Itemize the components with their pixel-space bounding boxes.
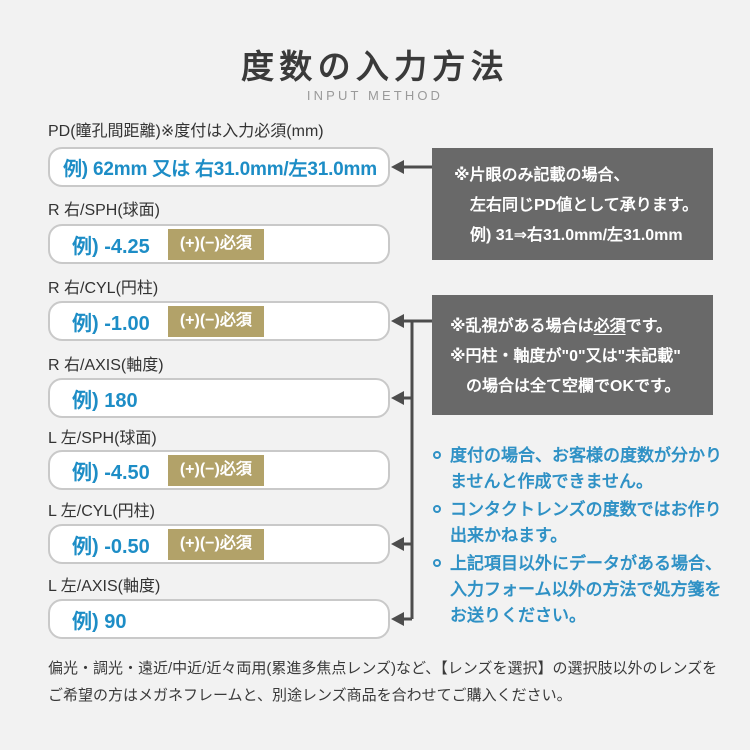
arrowhead-left-icon: [391, 314, 404, 328]
note-line: ※片眼のみ記載の場合、: [454, 167, 630, 184]
required-sign-badge: (+)(−)必須: [167, 228, 264, 260]
list-item: 上記項目以外にデータがある場合、入力フォーム以外の方法で処方箋をお送りください。: [433, 551, 735, 629]
page-subtitle: INPUT METHOD: [306, 88, 444, 103]
field-label-r-axis: R 右/AXIS(軸度): [48, 357, 164, 374]
circle-bullet-icon: [433, 505, 441, 513]
note-cyl-axis: ※乱視がある場合は必須です。 ※円柱・軸度が"0"又は"未記載" の場合は全て空…: [432, 295, 713, 415]
field-example-l-cyl: 例) -0.50: [72, 535, 150, 558]
arrowhead-left-icon: [391, 537, 404, 551]
field-example-l-sph: 例) -4.50: [72, 461, 150, 484]
required-sign-badge: (+)(−)必須: [167, 305, 264, 337]
required-underline: 必須: [593, 318, 626, 335]
arrowhead-left-icon: [391, 160, 404, 174]
required-sign-badge: (+)(−)必須: [167, 528, 264, 560]
field-example-r-cyl: 例) -1.00: [72, 312, 150, 335]
field-example-r-axis: 例) 180: [72, 389, 138, 412]
note-line: の場合は全て空欄でOKです。: [466, 378, 681, 395]
list-item: コンタクトレンズの度数ではお作り出来かねます。: [433, 497, 735, 549]
field-input-r-cyl[interactable]: 例) -1.00 (+)(−)必須: [48, 301, 390, 341]
required-sign-badge: (+)(−)必須: [167, 454, 264, 486]
field-input-l-cyl[interactable]: 例) -0.50 (+)(−)必須: [48, 524, 390, 564]
footer-note: 偏光・調光・遠近/中近/近々両用(累進多焦点レンズ)など、【レンズを選択】の選択…: [48, 660, 718, 704]
field-label-pd: PD(瞳孔間距離)※度付は入力必須(mm): [48, 123, 324, 140]
bullet-text: 度付の場合、お客様の度数が分かりませんと作成できません。: [450, 446, 722, 491]
note-line: ※乱視がある場合は必須です。: [450, 318, 672, 335]
field-label-r-sph: R 右/SPH(球面): [48, 202, 161, 219]
bullet-text: コンタクトレンズの度数ではお作り出来かねます。: [450, 500, 722, 545]
field-label-l-cyl: L 左/CYL(円柱): [48, 503, 155, 520]
field-label-l-axis: L 左/AXIS(軸度): [48, 578, 161, 595]
field-example-r-sph: 例) -4.25: [72, 235, 150, 258]
field-input-l-axis[interactable]: 例) 90: [48, 599, 390, 639]
field-example-pd: 例) 62mm 又は 右31.0mm/左31.0mm: [63, 158, 377, 180]
note-line: ※円柱・軸度が"0"又は"未記載": [450, 348, 681, 365]
caution-bullet-list: 度付の場合、お客様の度数が分かりませんと作成できません。 コンタクトレンズの度数…: [433, 443, 735, 631]
field-label-r-cyl: R 右/CYL(円柱): [48, 280, 159, 297]
field-input-pd[interactable]: 例) 62mm 又は 右31.0mm/左31.0mm: [48, 147, 390, 187]
page-title: 度数の入力方法: [241, 48, 509, 85]
bullet-text: 上記項目以外にデータがある場合、入力フォーム以外の方法で処方箋をお送りください。: [450, 554, 722, 625]
field-label-l-sph: L 左/SPH(球面): [48, 430, 157, 447]
connector-spine: [410, 319, 432, 619]
note-line: 左右同じPD値として承ります。: [470, 197, 699, 214]
list-item: 度付の場合、お客様の度数が分かりませんと作成できません。: [433, 443, 735, 495]
circle-bullet-icon: [433, 451, 441, 459]
arrowhead-left-icon: [391, 612, 404, 626]
field-example-l-axis: 例) 90: [72, 610, 127, 633]
field-input-l-sph[interactable]: 例) -4.50 (+)(−)必須: [48, 450, 390, 490]
field-input-r-axis[interactable]: 例) 180: [48, 378, 390, 418]
note-pd-single-eye: ※片眼のみ記載の場合、 左右同じPD値として承ります。 例) 31⇒右31.0m…: [432, 148, 713, 260]
note-line: 例) 31⇒右31.0mm/左31.0mm: [470, 227, 683, 244]
arrowhead-left-icon: [391, 391, 404, 405]
circle-bullet-icon: [433, 559, 441, 567]
field-input-r-sph[interactable]: 例) -4.25 (+)(−)必須: [48, 224, 390, 264]
